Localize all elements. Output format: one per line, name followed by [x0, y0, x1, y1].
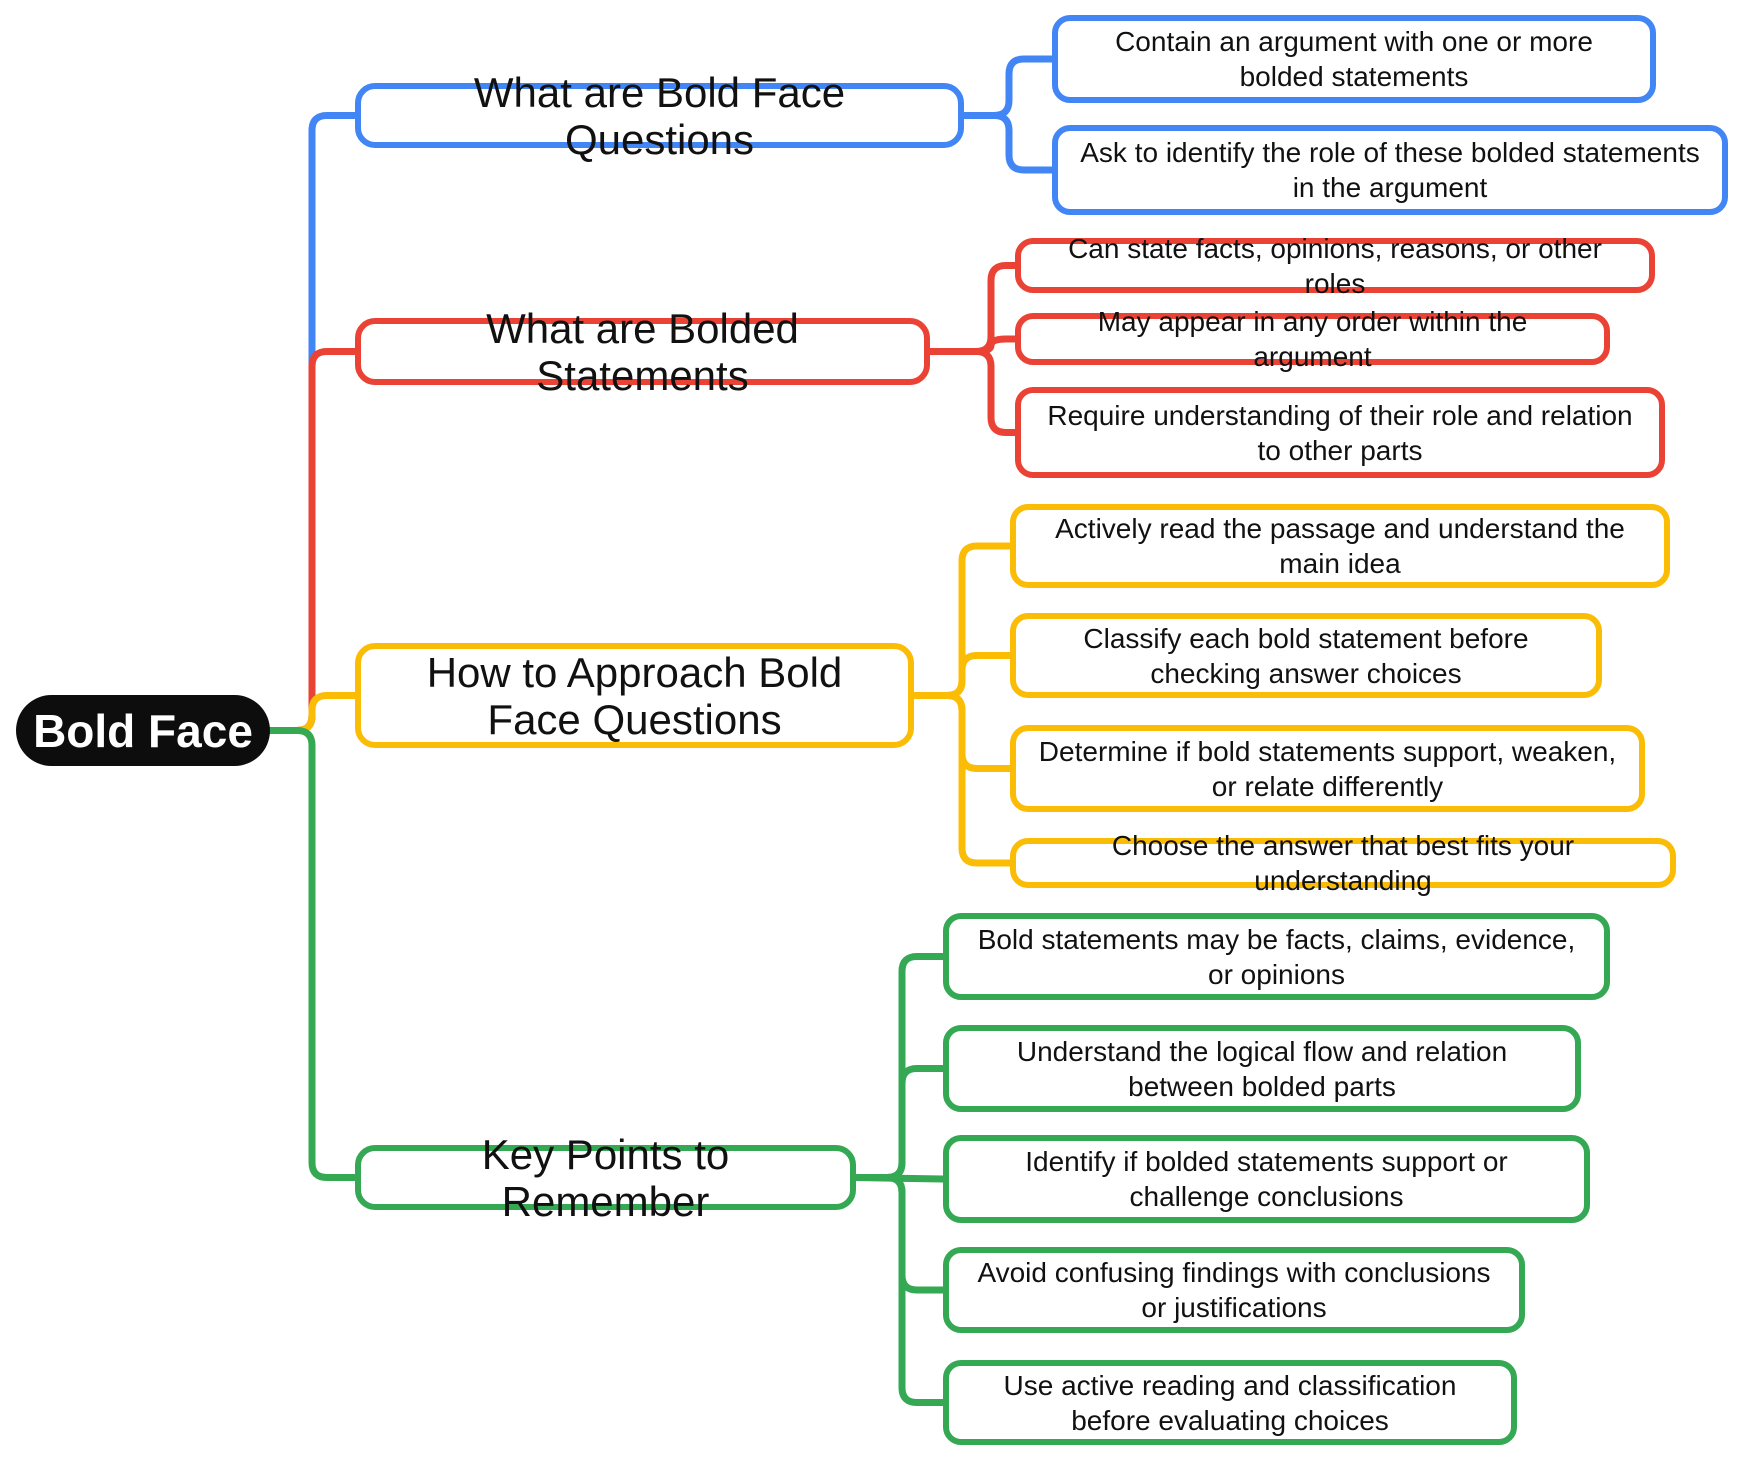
child-node[interactable]: Require understanding of their role and … — [1015, 387, 1665, 478]
child-node[interactable]: May appear in any order within the argum… — [1015, 306, 1610, 372]
child-node[interactable]: Avoid confusing findings with conclusion… — [943, 1247, 1525, 1333]
branch-node-key-points[interactable]: Key Points to Remember — [355, 1131, 856, 1225]
child-node[interactable]: Choose the answer that best fits your un… — [1010, 830, 1676, 896]
child-node[interactable]: Bold statements may be facts, claims, ev… — [943, 913, 1610, 1000]
child-node[interactable]: Ask to identify the role of these bolded… — [1052, 125, 1728, 215]
child-node[interactable]: Identify if bolded statements support or… — [943, 1135, 1590, 1223]
child-node[interactable]: Can state facts, opinions, reasons, or o… — [1015, 233, 1655, 299]
branch-node-what-are-bolded-statements[interactable]: What are Bolded Statements — [355, 305, 930, 399]
child-node[interactable]: Contain an argument with one or more bol… — [1052, 15, 1656, 103]
child-node[interactable]: Understand the logical flow and relation… — [943, 1025, 1581, 1112]
root-node[interactable]: Bold Face — [16, 695, 270, 766]
child-node[interactable]: Use active reading and classification be… — [943, 1360, 1517, 1445]
child-node[interactable]: Actively read the passage and understand… — [1010, 504, 1670, 588]
child-node[interactable]: Classify each bold statement before chec… — [1010, 613, 1602, 698]
branch-node-what-are-bold-face-questions[interactable]: What are Bold Face Questions — [355, 69, 964, 163]
branch-node-how-to-approach[interactable]: How to Approach Bold Face Questions — [355, 643, 914, 748]
child-node[interactable]: Determine if bold statements support, we… — [1010, 725, 1645, 812]
